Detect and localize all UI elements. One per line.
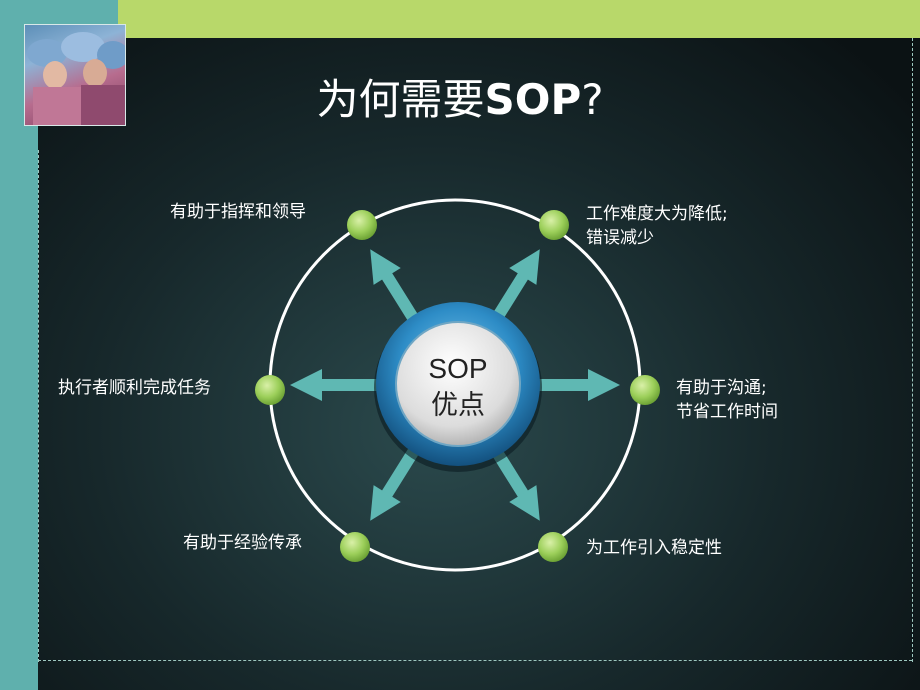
- node-right: [630, 375, 660, 405]
- dashed-border-bottom: [38, 660, 912, 661]
- node-top-left: [347, 210, 377, 240]
- benefit-stability: 为工作引入稳定性: [586, 538, 722, 558]
- title-chinese: 为何需要: [316, 75, 485, 124]
- node-top-right: [539, 210, 569, 240]
- benefit-task-completion: 执行者顺利完成任务: [58, 378, 211, 398]
- benefit-communication: 有助于沟通;: [676, 378, 767, 398]
- arrow-left: [290, 369, 385, 401]
- surgeons-photo: [24, 24, 126, 126]
- benefit-save-time: 节省工作时间: [676, 402, 778, 422]
- node-left: [255, 375, 285, 405]
- top-green-bar: [118, 0, 920, 38]
- slide-title: 为何需要SOP?: [0, 66, 920, 127]
- center-label-sop: SOP: [428, 353, 487, 384]
- title-sop: SOP: [484, 75, 582, 124]
- benefit-reduce-difficulty: 工作难度大为降低;: [586, 204, 728, 224]
- benefit-leadership: 有助于指挥和领导: [170, 202, 306, 222]
- dashed-border-left: [38, 150, 39, 662]
- node-bottom-left: [340, 532, 370, 562]
- benefit-experience-transfer: 有助于经验传承: [183, 533, 302, 553]
- center-label-advantage: 优点: [431, 390, 485, 421]
- title-question-mark: ?: [581, 75, 604, 124]
- dashed-border-right: [912, 38, 913, 662]
- benefit-fewer-errors: 错误减少: [586, 228, 654, 248]
- center-core: [395, 321, 521, 447]
- node-bottom-right: [538, 532, 568, 562]
